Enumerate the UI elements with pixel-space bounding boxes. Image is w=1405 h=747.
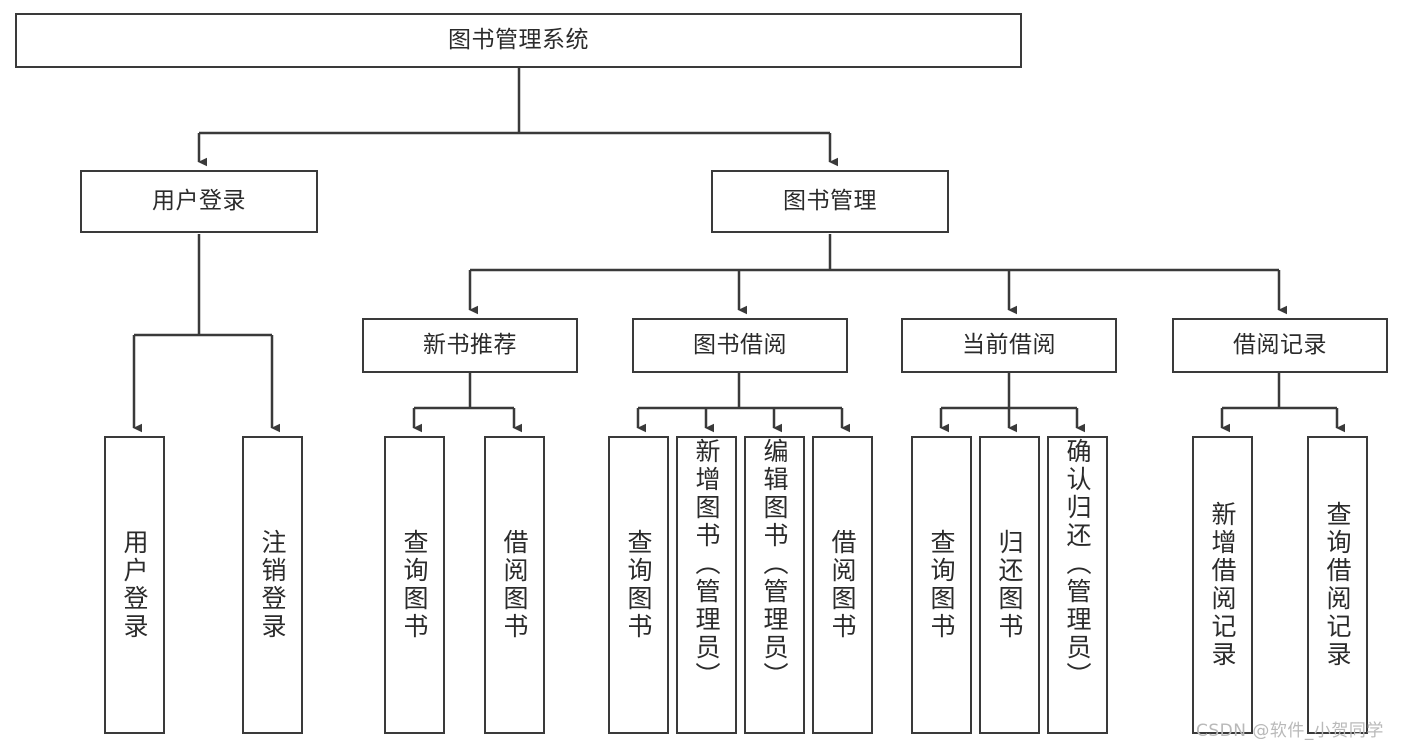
csdn-watermark: CSDN @软件_小贺同学 (1196, 721, 1384, 741)
node-current-borrow[interactable]: 当前借阅 (901, 318, 1117, 373)
node-label: 用户登录 (120, 529, 149, 641)
node-label: 图书管理系统 (448, 26, 589, 53)
node-leaf-user-logout[interactable]: 注销登录 (242, 436, 303, 734)
node-user-login[interactable]: 用户登录 (80, 170, 318, 233)
node-label: 图书借阅 (693, 331, 787, 358)
node-leaf-return-book[interactable]: 归还图书 (979, 436, 1040, 734)
node-leaf-add-book[interactable]: 新增图书（管理员） (676, 436, 737, 734)
node-label: 归还图书 (995, 529, 1024, 641)
node-label: 查询图书 (400, 529, 429, 641)
node-label: 用户登录 (152, 187, 246, 214)
node-leaf-borrow-book-recommend[interactable]: 借阅图书 (484, 436, 545, 734)
node-book-management-system[interactable]: 图书管理系统 (15, 13, 1022, 68)
node-book-management[interactable]: 图书管理 (711, 170, 949, 233)
node-leaf-add-borrow-record[interactable]: 新增借阅记录 (1192, 436, 1253, 734)
node-label: 注销登录 (258, 529, 287, 641)
node-label: 查询图书 (927, 529, 956, 641)
node-leaf-query-book-recommend[interactable]: 查询图书 (384, 436, 445, 734)
node-book-borrow[interactable]: 图书借阅 (632, 318, 848, 373)
node-label: 查询图书 (624, 529, 653, 641)
node-leaf-user-login[interactable]: 用户登录 (104, 436, 165, 734)
node-label: 借阅图书 (500, 529, 529, 641)
node-label: 新增借阅记录 (1208, 501, 1237, 669)
node-label: 当前借阅 (962, 331, 1056, 358)
node-leaf-borrow-book[interactable]: 借阅图书 (812, 436, 873, 734)
node-leaf-edit-book[interactable]: 编辑图书（管理员） (744, 436, 805, 734)
node-leaf-confirm-return[interactable]: 确认归还（管理员） (1047, 436, 1108, 734)
node-label: 确认归还（管理员） (1063, 438, 1092, 690)
node-leaf-query-borrow-record[interactable]: 查询借阅记录 (1307, 436, 1368, 734)
node-label: 新书推荐 (423, 331, 517, 358)
node-leaf-query-book-borrow[interactable]: 查询图书 (608, 436, 669, 734)
node-label: 借阅记录 (1233, 331, 1327, 358)
node-label: 新增图书（管理员） (692, 438, 721, 690)
node-leaf-query-book-current[interactable]: 查询图书 (911, 436, 972, 734)
node-new-book-recommend[interactable]: 新书推荐 (362, 318, 578, 373)
node-label: 借阅图书 (828, 529, 857, 641)
node-label: 图书管理 (783, 187, 877, 214)
node-label: 编辑图书（管理员） (760, 438, 789, 690)
node-borrow-record[interactable]: 借阅记录 (1172, 318, 1388, 373)
node-label: 查询借阅记录 (1323, 501, 1352, 669)
